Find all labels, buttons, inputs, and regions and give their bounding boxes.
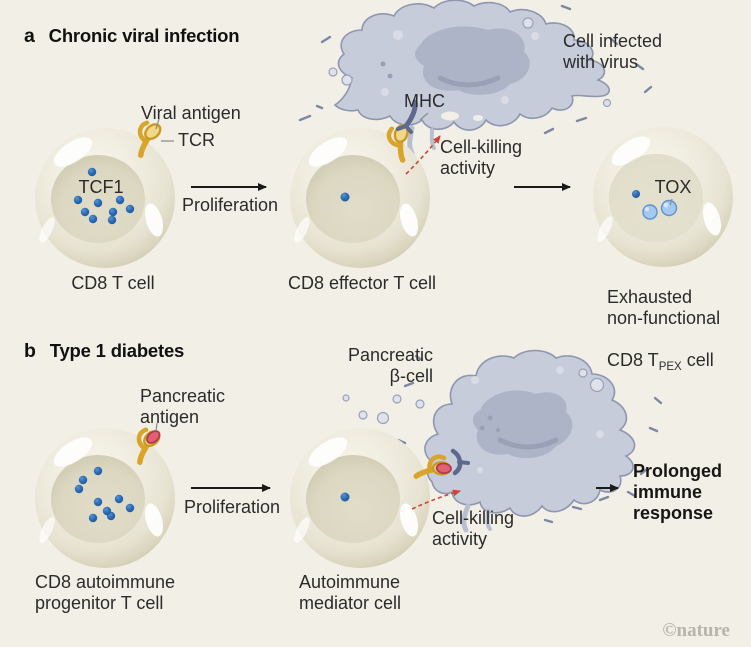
panel-a-letter: a [24,25,35,47]
label-connectors-b [155,422,158,432]
exhausted-label-lines: Exhausted non-functional [607,287,721,328]
tox-label: TOX [654,177,692,197]
mhc-label: MHC [404,91,445,111]
viral-antigen-label: Viral antigen [141,103,241,123]
beta-cell-label: Pancreatic β-cell [347,345,433,386]
infected-cell [298,0,653,156]
exhausted-pre: CD8 T [607,350,659,370]
cell-killing-label-b: Cell-killing activity [432,508,515,549]
pancreatic-antigen-label: Pancreatic antigen [140,386,226,427]
mediator-dot [340,492,350,502]
panel-a-title-text: Chronic viral infection [48,25,240,46]
beta-cell [342,349,663,533]
proliferation-label-a: Proliferation [181,195,279,215]
panel-b-letter: b [24,340,36,362]
effector-dot [340,192,350,202]
tcf1-label: TCF1 [78,177,124,197]
cell-killing-label-a: Cell-killing activity [440,137,523,178]
mediator-cell-label: Autoimmune mediator cell [299,572,402,613]
exhausted-subscript: PEX [658,361,682,373]
outcome-label: Prolonged immune response [633,461,722,523]
label-connectors-a [155,112,673,206]
panel-a-title: a Chronic viral infection [24,25,240,48]
exhausted-label-line3: CD8 TPEX cell [607,350,720,378]
infected-cell-label: Cell infected with virus [563,31,663,72]
beta-cell-debris [396,354,663,524]
mhc-icon [396,99,418,134]
panel-b-title-text: Type 1 diabetes [49,340,185,361]
exhausted-post: cell [681,350,714,370]
infected-cell-bubbles [328,17,612,108]
beta-cell-bubbles [342,368,605,425]
nature-watermark: ©nature [662,620,730,641]
exhausted-cell [593,127,733,267]
mhc-groove-icon [450,448,470,476]
effector-cell [290,99,430,268]
cd8-cell-label: CD8 T cell [71,273,155,293]
progenitor-cell [35,425,175,568]
exhausted-cell-label: Exhausted non-functional CD8 TPEX cell [607,266,720,399]
cd8-t-cell [35,118,175,268]
tox-dark-dot [632,190,640,198]
progenitor-cell-label: CD8 autoimmune progenitor T cell [35,572,176,613]
panel-b-title: b Type 1 diabetes [24,340,184,363]
effector-cell-label: CD8 effector T cell [287,273,437,293]
progenitor-dots [74,466,135,523]
proliferation-label-b: Proliferation [183,497,281,517]
tcr-label: TCR [178,130,215,150]
tcf1-dots [73,167,135,225]
mediator-cell [290,428,470,568]
